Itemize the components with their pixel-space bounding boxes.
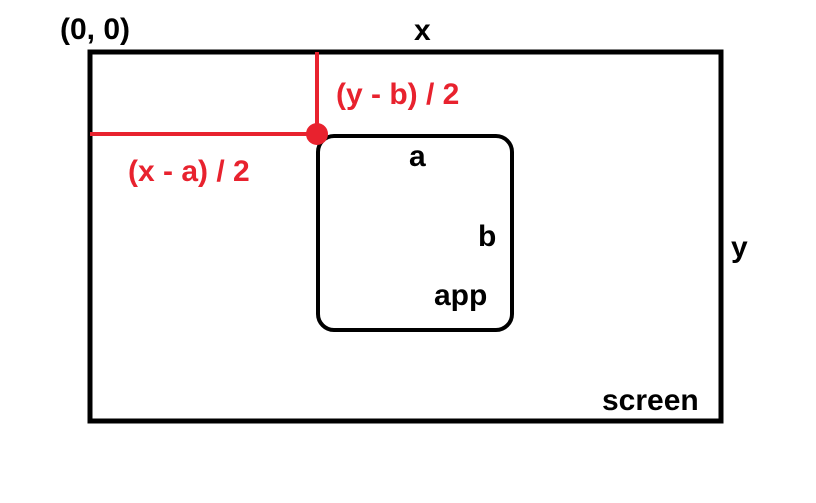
- app-rect: [316, 134, 514, 332]
- a-label: a: [409, 140, 426, 173]
- x-label: x: [414, 14, 431, 47]
- app-label: app: [434, 279, 487, 312]
- left-offset-label: (x - a) / 2: [128, 155, 250, 188]
- origin-label: (0, 0): [60, 13, 130, 46]
- b-label: b: [478, 220, 496, 253]
- screen-rect: [87, 49, 724, 424]
- top-offset-label: (y - b) / 2: [336, 78, 459, 111]
- y-label: y: [731, 231, 748, 264]
- screen-label: screen: [602, 384, 699, 417]
- app-origin-dot: [306, 123, 328, 145]
